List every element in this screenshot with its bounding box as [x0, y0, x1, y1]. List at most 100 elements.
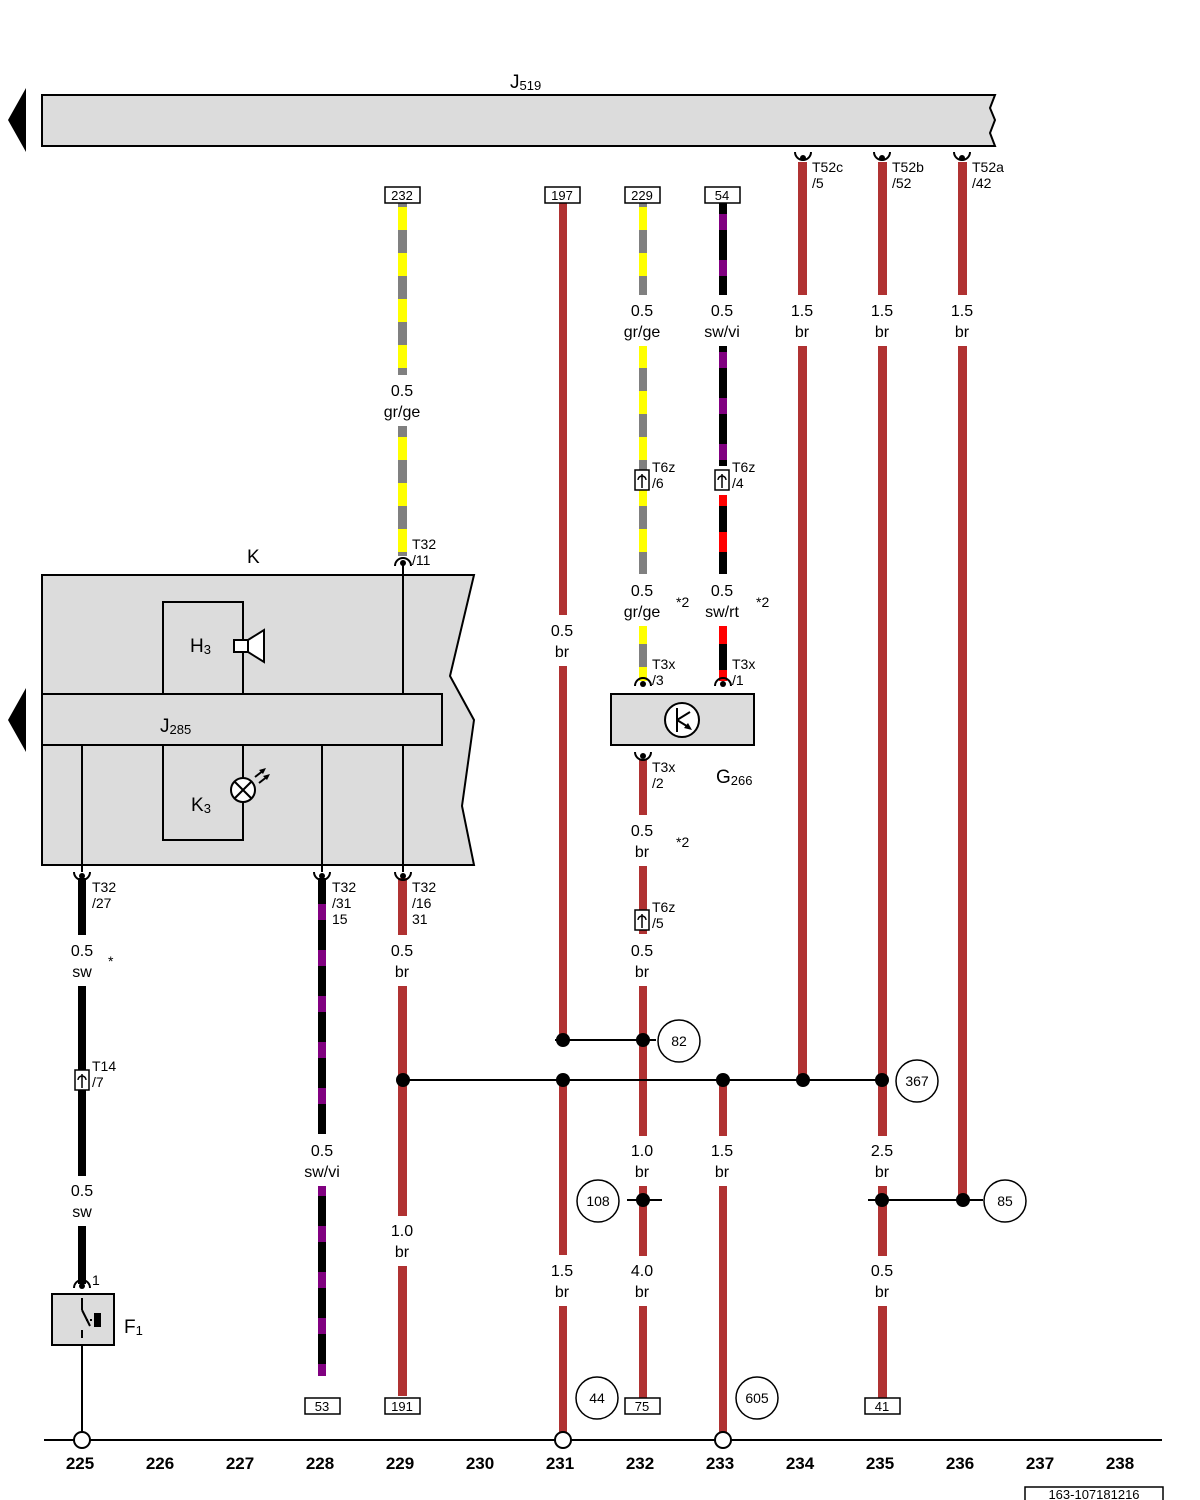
- wire-segment: [958, 162, 967, 295]
- connector-t6z-5: T6z/5: [652, 899, 675, 931]
- wire-segment: [398, 203, 407, 375]
- wire-segment: [878, 162, 887, 295]
- circle-ref-367: 367: [905, 1073, 929, 1089]
- track-number: 234: [786, 1454, 815, 1473]
- brake-switch-f1: F1: [51, 1293, 143, 1346]
- connector-t52c: T52c/5: [812, 159, 843, 191]
- wire-segment: [958, 346, 967, 1200]
- document-id: 163-107181216: [1024, 1486, 1164, 1500]
- track-number: 225: [66, 1454, 94, 1473]
- circle-ref-44: 44: [589, 1390, 605, 1406]
- connector-t3x-2: T3x/2: [652, 759, 675, 791]
- connector-t3x-1: T3x/1: [732, 656, 755, 688]
- track-number: 230: [466, 1454, 494, 1473]
- control-unit-j285: [41, 693, 443, 746]
- wire-segment: [719, 626, 727, 681]
- wire-segment: [398, 878, 407, 935]
- wire-segment: [639, 203, 647, 295]
- wire-segment: [559, 666, 567, 1040]
- circle-ref-85: 85: [997, 1193, 1013, 1209]
- track-number: 231: [546, 1454, 574, 1473]
- connector-t6z-6: T6z/6: [652, 459, 675, 491]
- wire-segment: [878, 346, 887, 1136]
- circle-ref-605: 605: [745, 1390, 769, 1406]
- wire-segment: [318, 1186, 326, 1376]
- connector-t52b: T52b/52: [892, 159, 924, 191]
- j519-label: J519: [510, 72, 541, 93]
- track-number: 233: [706, 1454, 734, 1473]
- wire-segment: [559, 1306, 567, 1433]
- wire-segment: [398, 1266, 407, 1396]
- k3-label: K3: [191, 795, 211, 816]
- track-number: 235: [866, 1454, 894, 1473]
- connector-symbols: [73, 151, 971, 1289]
- wire-segment: [719, 495, 727, 574]
- f1-label: F1: [124, 1317, 143, 1338]
- buzzer-icon: [233, 628, 265, 664]
- wire-segment: [559, 1080, 567, 1255]
- ref-box-191: 191: [391, 1399, 413, 1414]
- h3-label: H3: [190, 636, 211, 657]
- connector-f1-pin: 1: [92, 1272, 100, 1288]
- wire-segment: [78, 1226, 86, 1284]
- ref-box-41: 41: [875, 1399, 889, 1414]
- wire-segment: [398, 986, 407, 1216]
- wire-segment: [318, 878, 326, 1134]
- footnote-markers: *2 *2 *2 *: [108, 594, 769, 969]
- wire-segment: [639, 760, 647, 815]
- switch-icon: [81, 1298, 101, 1338]
- footnote-marker: *2: [756, 594, 769, 610]
- sensor-icon: [664, 702, 700, 738]
- wire-segment: [398, 426, 407, 556]
- instrument-cluster-k: K H3 J285 K3: [8, 547, 476, 872]
- ref-box-54: 54: [715, 188, 729, 203]
- wire-segment: [719, 1186, 727, 1433]
- wire-segment: [639, 986, 647, 1136]
- ref-box-232: 232: [391, 188, 413, 203]
- connector-t32-11: T32/11: [412, 536, 436, 568]
- wire-segment: [719, 1080, 727, 1136]
- track-numbers: 225 226 227 228 229 230 231 232 233 234 …: [66, 1454, 1134, 1473]
- track-number: 229: [386, 1454, 414, 1473]
- wire-segment: [639, 626, 647, 681]
- wire-segment: [559, 203, 567, 615]
- wire-segment: [878, 1306, 887, 1398]
- connector-t32-27: T32/27: [92, 879, 116, 911]
- ref-box-75: 75: [635, 1399, 649, 1414]
- wire-segment: [878, 1186, 887, 1256]
- ref-box-197: 197: [551, 188, 573, 203]
- footnote-marker: *: [108, 953, 114, 969]
- wire-segment: [639, 346, 647, 574]
- wire-segment: [639, 1186, 647, 1256]
- track-number: 238: [1106, 1454, 1134, 1473]
- circled-references: 82 367 108 85 44 605: [575, 1019, 1027, 1420]
- ref-box-229: 229: [631, 188, 653, 203]
- circle-ref-82: 82: [671, 1033, 687, 1049]
- j285-label: J285: [160, 716, 191, 737]
- track-number: 236: [946, 1454, 974, 1473]
- connector-t14-7: T14/7: [92, 1058, 116, 1090]
- wire-segment: [639, 866, 647, 934]
- oil-level-sensor-g266: G266: [610, 693, 755, 788]
- top-reference-boxes: 232 197 229 54: [384, 186, 741, 204]
- wire-segment: [719, 203, 727, 295]
